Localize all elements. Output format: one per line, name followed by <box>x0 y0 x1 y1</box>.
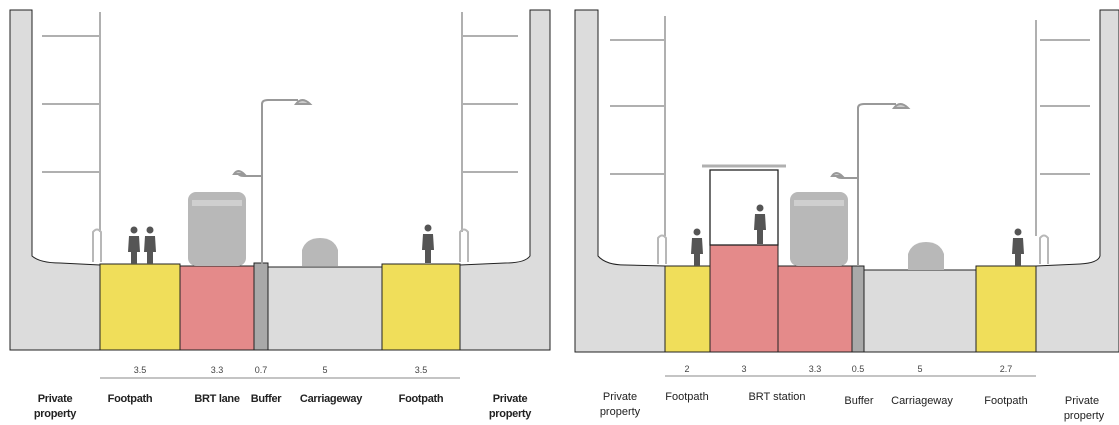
left-car-icon <box>302 238 338 266</box>
right-brt-station-platform <box>709 244 779 353</box>
right-dim-buffer: 0.5 <box>852 364 865 374</box>
left-buffer <box>253 262 269 351</box>
right-label-private-right-2: property <box>1064 410 1105 422</box>
left-label-private-left-2: property <box>34 408 77 420</box>
left-brt-lane <box>179 265 255 351</box>
left-label-buffer: Buffer <box>251 393 283 405</box>
right-label-brt: BRT station <box>748 391 805 403</box>
right-car-icon <box>908 242 944 270</box>
right-ground-left <box>574 9 666 353</box>
left-dim-carriageway: 5 <box>322 365 327 375</box>
right-carriageway <box>863 269 977 353</box>
left-label-private-right-2: property <box>489 408 532 420</box>
left-dim-buffer: 0.7 <box>255 365 268 375</box>
right-dim-carriageway: 5 <box>917 364 922 374</box>
right-brt-station-shelter <box>702 164 786 246</box>
left-footpath-right <box>381 263 461 351</box>
right-ground-right <box>1035 9 1119 353</box>
left-street-lamp-icon <box>232 99 313 264</box>
left-footpath-left <box>99 263 181 351</box>
right-buffer <box>851 265 865 353</box>
right-dim-brt-station: 3 <box>741 364 746 374</box>
right-label-private-right-1: Private <box>1065 395 1099 407</box>
right-street-lamp-icon <box>830 103 911 266</box>
left-label-private-left-1: Private <box>38 393 73 405</box>
left-dim-brt: 3.3 <box>211 365 224 375</box>
left-label-brt: BRT lane <box>194 393 239 405</box>
right-dim-brt-lane: 3.3 <box>809 364 822 374</box>
left-building-floors <box>42 12 518 262</box>
right-dim-footpath-right: 2.7 <box>1000 364 1013 374</box>
right-building-floors <box>610 16 1090 264</box>
right-label-private-left-2: property <box>600 406 641 418</box>
right-label-footpath-left: Footpath <box>665 391 708 403</box>
right-label-private-left-1: Private <box>603 391 637 403</box>
right-cross-section: 2 3 3.3 0.5 5 2.7 Private property Footp… <box>574 9 1119 422</box>
right-brt-lane <box>777 265 853 353</box>
right-footpath-right <box>975 265 1037 353</box>
right-label-footpath-right: Footpath <box>984 395 1027 407</box>
right-label-carriageway: Carriageway <box>891 395 953 407</box>
left-ground-right <box>459 9 551 351</box>
right-footpath-left <box>664 265 711 353</box>
left-pedestrian-icons <box>128 224 434 264</box>
left-dim-footpath-left: 3.5 <box>134 365 147 375</box>
left-label-footpath-left: Footpath <box>108 393 153 405</box>
right-dim-footpath-left: 2 <box>684 364 689 374</box>
right-bus-icon <box>790 192 848 266</box>
left-label-carriageway: Carriageway <box>300 393 363 405</box>
left-dim-footpath-right: 3.5 <box>415 365 428 375</box>
left-cross-section: 3.5 3.3 0.7 5 3.5 Private property Footp… <box>9 9 551 420</box>
right-pedestrian-icons <box>691 204 1024 266</box>
left-bus-icon <box>188 192 246 266</box>
left-label-private-right-1: Private <box>493 393 528 405</box>
left-ground <box>9 9 101 351</box>
right-label-buffer: Buffer <box>844 395 873 407</box>
left-carriageway <box>267 266 383 351</box>
left-label-footpath-right: Footpath <box>399 393 444 405</box>
